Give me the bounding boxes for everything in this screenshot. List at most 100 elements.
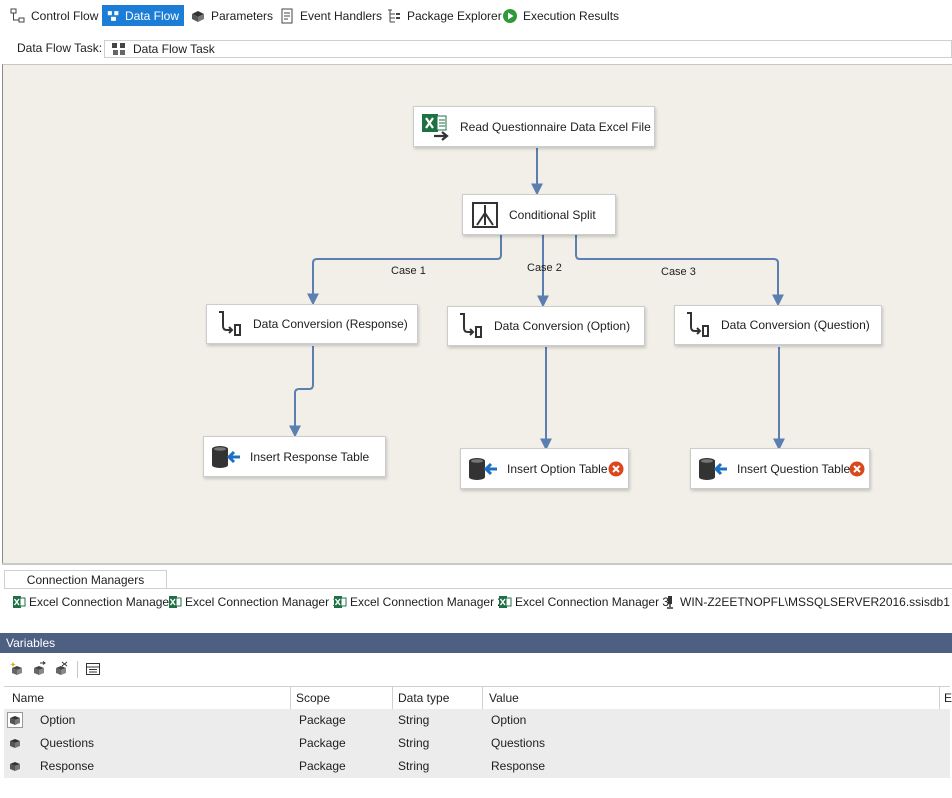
- tab-label: Control Flow: [31, 8, 99, 23]
- column-header-data-type[interactable]: Data type: [398, 691, 450, 705]
- variable-data-type[interactable]: String: [398, 736, 430, 750]
- variable-icon: [10, 762, 20, 771]
- connection-manager-item[interactable]: Excel Connection Manager 2: [333, 595, 504, 609]
- table-row[interactable]: Questions Package String Questions: [4, 732, 950, 755]
- ole-db-destination-icon: [469, 457, 497, 480]
- add-variable-icon[interactable]: [9, 661, 25, 677]
- excel-source-component[interactable]: Read Questionnaire Data Excel File: [413, 106, 655, 147]
- variable-value[interactable]: Option: [491, 713, 527, 727]
- connection-manager-label: Excel Connection Manager 3: [515, 595, 670, 609]
- connector-case1: [307, 235, 502, 306]
- tab-label: Package Explorer: [407, 8, 502, 23]
- grid-options-icon[interactable]: [85, 661, 101, 677]
- excel-connection-icon: [13, 596, 26, 608]
- variable-value[interactable]: Questions: [491, 736, 546, 750]
- grid-header-row: Name Scope Data type Value E: [4, 686, 952, 710]
- toolbar-divider: [77, 661, 78, 678]
- variable-scope: Package: [299, 759, 346, 773]
- divider: [4, 588, 952, 589]
- connector-label-case1: Case 1: [391, 265, 426, 277]
- tab-label: Parameters: [211, 8, 274, 23]
- column-header-name[interactable]: Name: [12, 691, 45, 705]
- variable-data-type[interactable]: String: [398, 759, 430, 773]
- connection-manager-item[interactable]: Excel Connection Manager: [12, 595, 173, 609]
- tab-parameters[interactable]: Parameters: [185, 5, 278, 26]
- tab-execution-results[interactable]: Execution Results: [497, 5, 624, 26]
- data-flow-canvas[interactable]: Case 1 Case 2 Case 3 Read Questionnaire …: [2, 64, 952, 564]
- variables-toolbar: [0, 653, 952, 686]
- data-flow-task-value: Data Flow Task: [133, 42, 215, 56]
- connection-manager-item[interactable]: Excel Connection Manager 3: [498, 595, 669, 609]
- column-divider: [482, 687, 483, 709]
- execution-results-icon: [503, 8, 517, 23]
- variable-name[interactable]: Questions: [40, 736, 95, 750]
- error-icon[interactable]: [608, 461, 624, 477]
- variable-icon: [7, 712, 23, 728]
- column-header-e[interactable]: E: [944, 691, 952, 705]
- node-label: Data Conversion (Response): [253, 317, 408, 331]
- tab-control-flow[interactable]: Control Flow: [5, 5, 103, 26]
- variables-window-header: Variables: [0, 633, 952, 653]
- connection-manager-label: WIN-Z2EETNOPFL\MSSQLSERVER2016.ssisdb1: [680, 595, 950, 609]
- connection-manager-label: Excel Connection Manager 2: [350, 595, 505, 609]
- tab-event-handlers[interactable]: Event Handlers: [274, 5, 387, 26]
- node-label: Conditional Split: [509, 207, 596, 222]
- connection-manager-item[interactable]: WIN-Z2EETNOPFL\MSSQLSERVER2016.ssisdb1: [663, 595, 950, 609]
- variable-scope: Package: [299, 713, 346, 727]
- variables-title: Variables: [6, 636, 56, 650]
- connector-conv-response: [289, 346, 314, 438]
- connector-label-case2: Case 2: [527, 262, 562, 274]
- move-variable-icon[interactable]: [31, 661, 47, 677]
- tab-label: Event Handlers: [300, 8, 383, 23]
- tab-package-explorer[interactable]: Package Explorer: [381, 5, 507, 26]
- variable-data-type[interactable]: String: [398, 713, 430, 727]
- insert-question-table-component[interactable]: Insert Question Table: [690, 448, 870, 489]
- tab-label: Execution Results: [523, 8, 620, 23]
- insert-option-table-component[interactable]: Insert Option Table: [460, 448, 629, 489]
- connector-case3: [575, 235, 784, 307]
- node-label: Insert Question Table: [737, 461, 851, 476]
- conditional-split-icon: [472, 201, 498, 228]
- delete-variable-icon[interactable]: [53, 661, 69, 677]
- data-conversion-question-component[interactable]: Data Conversion (Question): [674, 305, 882, 345]
- variable-name[interactable]: Response: [40, 759, 95, 773]
- excel-connection-icon: [499, 596, 512, 608]
- conditional-split-component[interactable]: Conditional Split: [462, 194, 616, 235]
- table-row[interactable]: Response Package String Response: [4, 755, 950, 778]
- ole-db-destination-icon: [699, 457, 727, 480]
- data-flow-task-dropdown[interactable]: Data Flow Task: [104, 40, 952, 58]
- database-connection-icon: [667, 596, 673, 609]
- variable-name[interactable]: Option: [40, 713, 76, 727]
- ole-db-destination-icon: [212, 445, 240, 468]
- connection-manager-label: Excel Connection Manager 1: [185, 595, 340, 609]
- error-icon[interactable]: [849, 461, 865, 477]
- connection-manager-item[interactable]: Excel Connection Manager 1: [168, 595, 339, 609]
- data-conversion-option-component[interactable]: Data Conversion (Option): [447, 306, 645, 346]
- variable-value[interactable]: Response: [491, 759, 546, 773]
- designer-tab-bar: Control Flow Data Flow Parameters Event …: [0, 0, 952, 30]
- column-header-value[interactable]: Value: [489, 691, 519, 705]
- column-divider: [290, 687, 291, 709]
- column-divider: [939, 687, 940, 709]
- node-label: Insert Option Table: [507, 461, 608, 476]
- node-label: Read Questionnaire Data Excel File: [460, 119, 651, 134]
- table-row[interactable]: Option Package String Option: [4, 709, 950, 732]
- tab-label: Data Flow: [124, 8, 179, 23]
- insert-response-table-component[interactable]: Insert Response Table: [203, 436, 386, 477]
- connector-lines: [289, 148, 785, 451]
- package-explorer-icon: [388, 9, 400, 22]
- data-conversion-icon: [219, 311, 241, 336]
- excel-connection-icon: [169, 596, 182, 608]
- data-conversion-icon: [460, 313, 482, 338]
- connection-managers-tab[interactable]: Connection Managers: [4, 570, 167, 588]
- column-header-scope[interactable]: Scope: [296, 691, 331, 705]
- excel-source-icon: [422, 113, 449, 141]
- tab-data-flow[interactable]: Data Flow: [102, 5, 184, 26]
- data-flow-task-icon: [112, 43, 125, 55]
- node-label: Data Conversion (Option): [494, 319, 631, 333]
- data-conversion-response-component[interactable]: Data Conversion (Response): [206, 304, 418, 344]
- variable-icon: [10, 739, 20, 748]
- connection-managers-tab-label: Connection Managers: [26, 572, 145, 587]
- node-label: Insert Response Table: [250, 449, 370, 464]
- event-handlers-icon: [281, 8, 293, 23]
